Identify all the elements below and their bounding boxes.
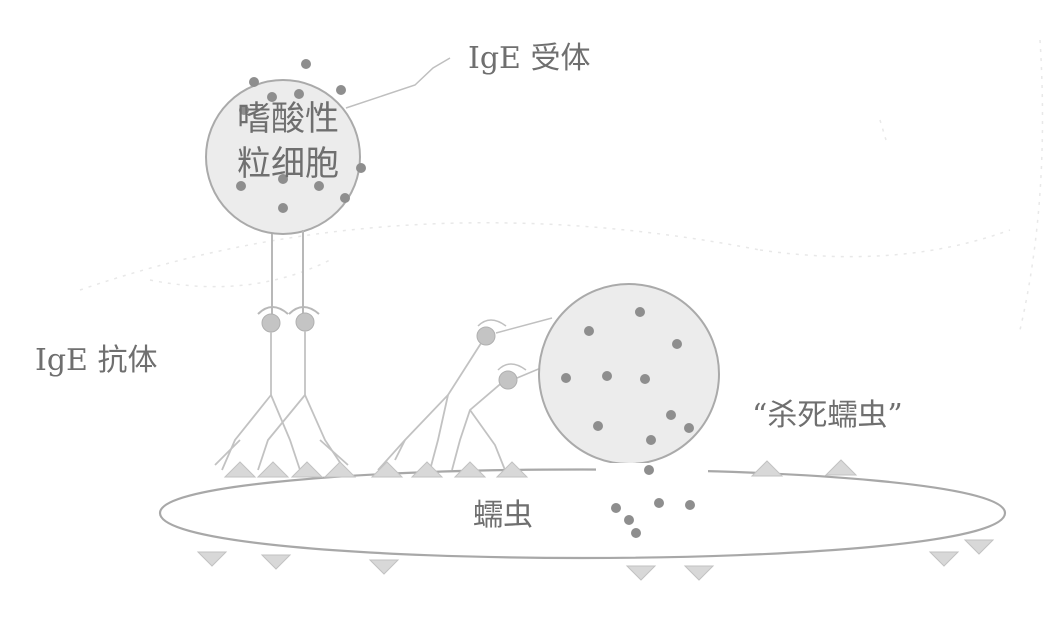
ige-antibody-label: IgE 抗体 [35, 343, 158, 378]
kill-parasite-label: “杀死蠕虫” [752, 398, 903, 433]
ige-receptor-leader [345, 57, 451, 109]
eosinophil-label-line2: 粒细胞 [237, 144, 339, 184]
ige-receptor-dots-left [261, 312, 315, 333]
attacking-cell [538, 283, 720, 465]
ige-receptor-label: IgE 受体 [468, 41, 591, 76]
parasite-label: 蠕虫 [473, 498, 533, 533]
eosinophil-granules [236, 59, 366, 213]
parasite-body [158, 463, 1007, 560]
parasite-antigens [196, 459, 995, 581]
ige-antibodies-left [214, 331, 349, 471]
attacking-cell-granules [561, 307, 694, 445]
ige-receptor-dots-middle [476, 326, 518, 390]
receptor-hooks-left [257, 306, 320, 315]
eosinophil-cell: 嗜酸性 粒细胞 [205, 59, 366, 235]
released-granules [611, 465, 695, 538]
receptor-stalks [271, 230, 304, 318]
ige-antibodies-middle [377, 336, 506, 471]
eosinophil-label-line1: 嗜酸性 [237, 99, 339, 139]
background-arcs [79, 39, 1044, 331]
